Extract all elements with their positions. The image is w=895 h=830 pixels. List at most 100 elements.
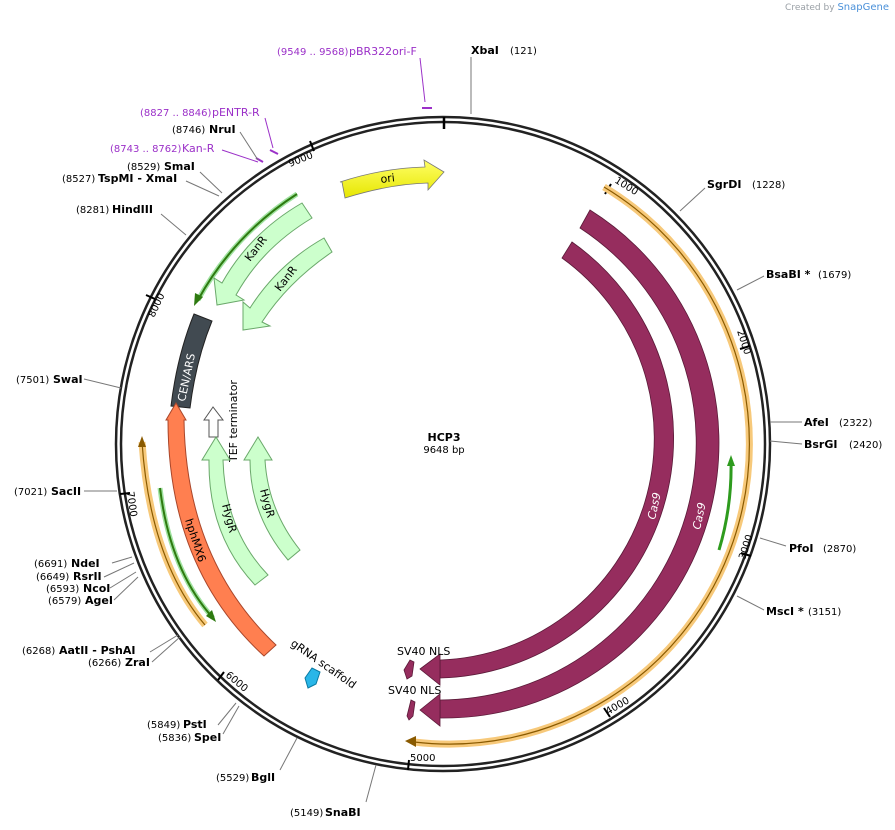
svg-text:RsrII: RsrII [73,570,102,583]
svg-text:PstI: PstI [183,718,207,731]
svg-text:(7501): (7501) [16,375,49,386]
cas9-outer-arrowhead [419,693,441,727]
svg-text:(121): (121) [510,46,537,57]
svg-text:AfeI: AfeI [804,416,829,429]
kanr-arrow-1 [213,202,313,306]
site-cluster-6579-6691: (6691) NdeI (6649) RsrII (6593) NcoI (65… [34,556,139,607]
grna-scaffold-mark [304,667,321,689]
svg-text:(1228): (1228) [752,180,785,191]
svg-text:SacII: SacII [51,485,81,498]
site-sacii: (7021) SacII [14,485,117,498]
sv40-nls-mark-2 [406,699,416,721]
svg-text:(5149): (5149) [290,808,323,819]
snapgene-brand: Created by SnapGene [785,2,889,13]
hygr-arrow-2 [243,436,301,561]
kanr-primer-pos: (8743 .. 8762) [110,144,182,155]
cen-ars-feature [170,313,213,409]
tef-terminator-arrow [203,406,225,438]
pentr-primer-pos: (8827 .. 8846) [140,108,212,119]
kanr-primer-name: Kan-R [182,142,215,155]
green-line-right-arrowhead [727,455,735,466]
svg-text:(6579): (6579) [48,596,81,607]
svg-text:NdeI: NdeI [71,557,100,570]
orange-feature-arc-line [413,186,750,745]
site-swai: (7501) SwaI [16,373,122,389]
svg-text:SpeI: SpeI [194,731,221,744]
plasmid-length: 9648 bp [423,445,464,456]
svg-text:(2322): (2322) [839,418,872,429]
svg-text:(6593): (6593) [46,584,79,595]
svg-text:(8529): (8529) [127,162,160,173]
svg-text:BsaBI *: BsaBI * [766,268,811,281]
svg-text:(5836): (5836) [158,733,191,744]
sv40-nls-label-1: SV40 NLS [397,645,450,658]
site-tspmi-smai: (8529) SmaI (8527) TspMI - XmaI [62,160,223,197]
svg-text:(6649): (6649) [36,572,69,583]
site-aatii-zrai: (6268) AatII - PshAI (6266) ZraI [22,634,181,669]
pbr322-primer-name: pBR322ori-F [349,45,417,58]
cas9-label-inner: Cas9 [645,491,663,520]
kanr-arrow-2 [242,237,333,331]
site-bsabi: BsaBI * (1679) [736,268,851,291]
svg-text:ZraI: ZraI [125,656,150,669]
site-hindiii: (8281) HindIII [76,203,187,236]
svg-text:BsrGI: BsrGI [804,438,837,451]
svg-text:(8527): (8527) [62,174,95,185]
hphmx6-feature [165,402,277,657]
tick-5000: 5000 [410,753,435,764]
green-feature-line-right [717,459,733,551]
site-afei: AfeI (2322) [770,416,872,429]
svg-text:(8281): (8281) [76,205,109,216]
svg-text:(6266): (6266) [88,658,121,669]
svg-text:PfoI: PfoI [789,542,814,555]
site-nrui: (8746) NruI [172,123,259,161]
svg-text:AatII - PshAI: AatII - PshAI [59,644,135,657]
svg-text:(2870): (2870) [823,544,856,555]
kanr-line [197,193,298,301]
site-bsrgi: BsrGI (2420) [769,438,882,451]
site-xbai: XbaI (121) [470,44,537,114]
orange-arc-left-arrowhead [138,436,146,447]
plasmid-name: HCP3 [428,431,461,444]
cas9-label-outer: Cas9 [690,501,708,530]
snapgene-logo-text: SnapGene [837,2,889,13]
tick-7000: 7000 [124,491,138,518]
site-pfoi: PfoI (2870) [759,537,856,555]
svg-text:(5529): (5529) [216,773,249,784]
site-psti-spei: (5849) PstI (5836) SpeI [147,702,240,744]
site-sgrdi: SgrDI (1228) [679,178,785,212]
ori-label: ori [380,171,396,186]
green-line-left [159,487,214,619]
orange-feature-arc-left-line [141,441,206,626]
grna-scaffold-label: gRNA scaffold [288,637,358,692]
svg-text:(2420): (2420) [849,440,882,451]
svg-text:(7021): (7021) [14,487,47,498]
primer-kan-r: (8743 .. 8762) Kan-R [110,142,264,163]
kanr-line-arrowhead [194,293,203,306]
pentr-primer-name: pENTR-R [212,106,260,119]
svg-text:MscI *: MscI * [766,605,804,618]
svg-text:SnaBI: SnaBI [325,806,361,819]
svg-text:NcoI: NcoI [83,582,110,595]
sv40-nls-label-2: SV40 NLS [388,684,441,697]
site-bgli: (5529) BglI [216,737,298,784]
svg-text:(6268): (6268) [22,646,55,657]
svg-text:(3151): (3151) [808,607,841,618]
sv40-nls-mark-1 [403,659,415,680]
site-msci: MscI * (3151) [736,595,841,618]
hygr-arrow-1 [201,436,269,586]
primer-pbr322ori-f: (9549 .. 9568) pBR322ori-F [277,45,432,109]
svg-text:AgeI: AgeI [85,594,113,607]
primer-pentr-r: (8827 .. 8846) pENTR-R [140,106,279,155]
created-by-text: Created by [785,3,835,13]
svg-text:TspMI - XmaI: TspMI - XmaI [98,172,177,185]
svg-text:(6691): (6691) [34,559,67,570]
svg-text:SmaI: SmaI [164,160,195,173]
orange-arc-arrowhead [405,736,416,747]
svg-text:(5849): (5849) [147,720,180,731]
site-snabi: (5149) SnaBI [290,764,377,819]
pbr322-primer-pos: (9549 .. 9568) [277,47,349,58]
svg-text:SwaI: SwaI [53,373,83,386]
svg-text:HindIII: HindIII [112,203,153,216]
